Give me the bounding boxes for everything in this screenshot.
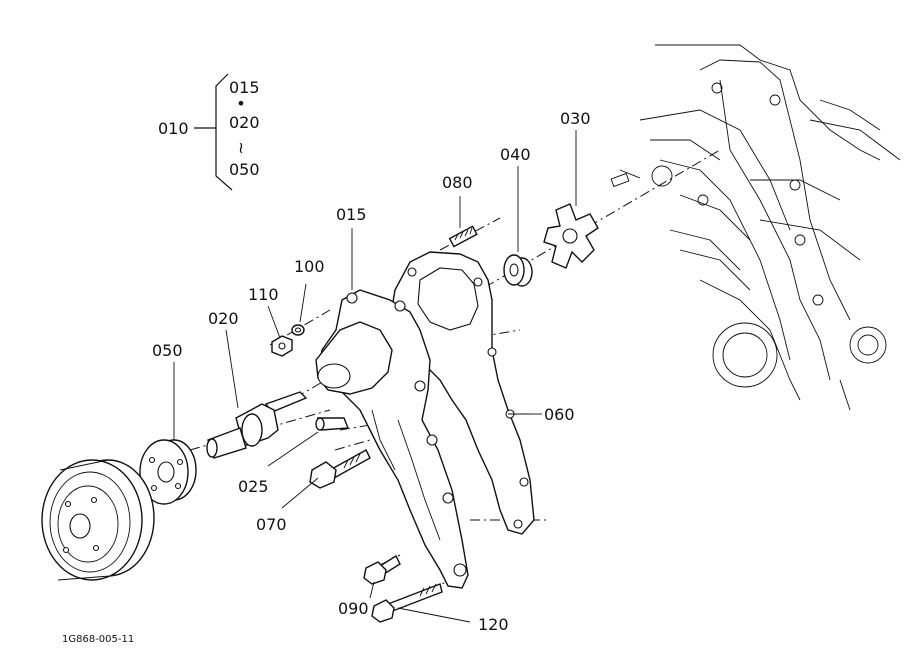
hub-flange (139, 439, 197, 505)
range-tilde: ≀ (238, 138, 244, 157)
range-dot: • (236, 94, 245, 113)
bolt-070 (309, 449, 371, 489)
label-040: 040 (500, 145, 531, 164)
part-labels: 015 020 025 030 040 050 060 070 080 090 … (152, 109, 591, 634)
label-030: 030 (560, 109, 591, 128)
label-070: 070 (256, 515, 287, 534)
leader-lines (173, 130, 577, 623)
pump-housing (315, 289, 469, 589)
shaft-bearing-020 (206, 391, 308, 459)
assembly-range-bracket: 010 015 • 020 ≀ 050 (158, 73, 260, 191)
washer-100 (291, 324, 305, 336)
label-110: 110 (248, 285, 279, 304)
label-range-015: 015 (229, 78, 260, 97)
bolt-120 (371, 583, 443, 623)
engine-block (610, 44, 901, 411)
bolt-090 (363, 554, 401, 585)
pin-025 (315, 417, 350, 431)
gasket (389, 251, 535, 535)
label-100: 100 (294, 257, 325, 276)
label-120: 120 (478, 615, 509, 634)
drawing-id: 1G868-005-11 (62, 634, 134, 645)
label-015: 015 (336, 205, 367, 224)
stud-080 (448, 225, 478, 248)
label-050: 050 (152, 341, 183, 360)
label-060: 060 (544, 405, 575, 424)
impeller-030 (543, 203, 599, 269)
fan-pulley-050 (41, 459, 155, 581)
label-020: 020 (208, 309, 239, 328)
label-080: 080 (442, 173, 473, 192)
label-010: 010 (158, 119, 189, 138)
label-range-020: 020 (229, 113, 260, 132)
label-025: 025 (238, 477, 269, 496)
label-range-050: 050 (229, 160, 260, 179)
label-090: 090 (338, 599, 369, 618)
mechanical-seal-040 (503, 254, 533, 287)
nut-110 (271, 335, 293, 357)
